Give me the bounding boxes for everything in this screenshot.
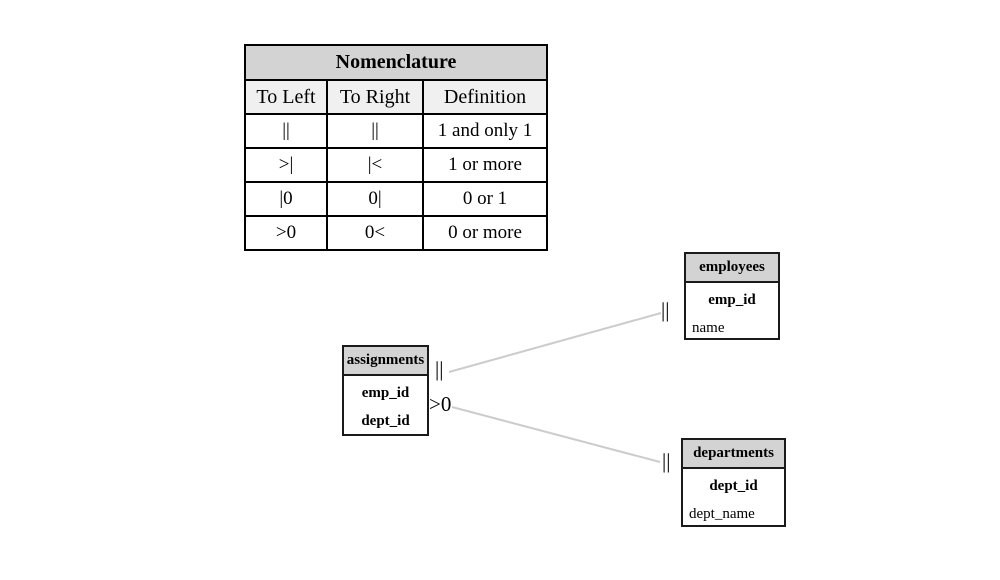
field-employees-emp-id: emp_id — [708, 291, 756, 308]
entity-departments-body: dept_id dept_name — [683, 469, 784, 528]
field-assignments-emp-id: emp_id — [361, 384, 410, 401]
entity-departments: departments dept_id dept_name — [681, 438, 786, 527]
field-employees-name: name — [692, 319, 725, 336]
entity-employees-body: emp_id name — [686, 283, 778, 342]
cardinality-assignments-to-departments-near: >0 — [429, 392, 452, 416]
symbol-to-left: |0 — [244, 181, 328, 217]
column-header-to-right: To Right — [326, 79, 424, 115]
field-departments-dept-id: dept_id — [709, 477, 758, 494]
relationship-line-assignments-employees — [448, 312, 662, 373]
nomenclature-header-row: To Left To Right Definition — [244, 79, 548, 115]
nomenclature-row-zero-or-one: |0 0| 0 or 1 — [244, 181, 548, 217]
field-assignments-dept-id: dept_id — [361, 412, 410, 429]
entity-assignments-body: emp_id dept_id — [344, 376, 427, 435]
symbol-to-left: || — [244, 113, 328, 149]
nomenclature-title: Nomenclature — [244, 44, 548, 81]
cardinality-assignments-to-employees-near: || — [435, 357, 444, 381]
symbol-to-left: >| — [244, 147, 328, 183]
entity-employees: employees emp_id name — [684, 252, 780, 340]
definition-text: 1 or more — [422, 147, 548, 183]
cardinality-assignments-to-employees-far: || — [661, 298, 670, 322]
definition-text: 1 and only 1 — [422, 113, 548, 149]
symbol-to-right: || — [326, 113, 424, 149]
nomenclature-row-zero-or-more: >0 0< 0 or more — [244, 215, 548, 251]
nomenclature-row-one-or-more: >| |< 1 or more — [244, 147, 548, 183]
nomenclature-row-one-and-only-one: || || 1 and only 1 — [244, 113, 548, 149]
entity-departments-header: departments — [683, 440, 784, 469]
symbol-to-right: 0| — [326, 181, 424, 217]
field-departments-dept-name: dept_name — [689, 505, 755, 522]
column-header-to-left: To Left — [244, 79, 328, 115]
definition-text: 0 or more — [422, 215, 548, 251]
column-header-definition: Definition — [422, 79, 548, 115]
symbol-to-right: 0< — [326, 215, 424, 251]
definition-text: 0 or 1 — [422, 181, 548, 217]
symbol-to-left: >0 — [244, 215, 328, 251]
symbol-to-right: |< — [326, 147, 424, 183]
entity-assignments-header: assignments — [344, 347, 427, 376]
relationship-line-assignments-departments — [451, 406, 661, 463]
nomenclature-title-row: Nomenclature — [244, 44, 548, 81]
entity-assignments: assignments emp_id dept_id — [342, 345, 429, 436]
nomenclature-table: Nomenclature To Left To Right Definition… — [244, 44, 548, 251]
cardinality-assignments-to-departments-far: || — [662, 449, 671, 473]
entity-employees-header: employees — [686, 254, 778, 283]
